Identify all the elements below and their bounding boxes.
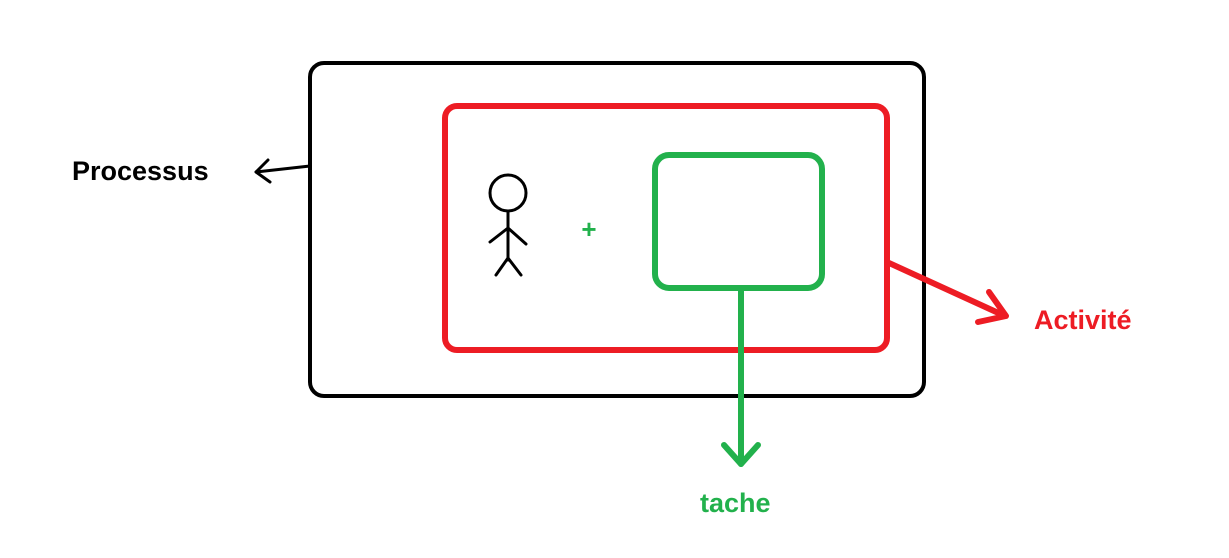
processus-box [308, 61, 926, 398]
activite-box [442, 103, 890, 353]
processus-label: Processus [72, 156, 209, 186]
processus-arrow [254, 158, 312, 184]
stick-figure-icon [488, 173, 528, 277]
activite-label: Activité [1034, 305, 1132, 335]
tache-arrow [721, 287, 761, 467]
plus-sign: + [581, 214, 596, 244]
activite-arrow [886, 260, 1009, 325]
tache-label: tache [700, 488, 771, 518]
tache-box [652, 152, 825, 291]
